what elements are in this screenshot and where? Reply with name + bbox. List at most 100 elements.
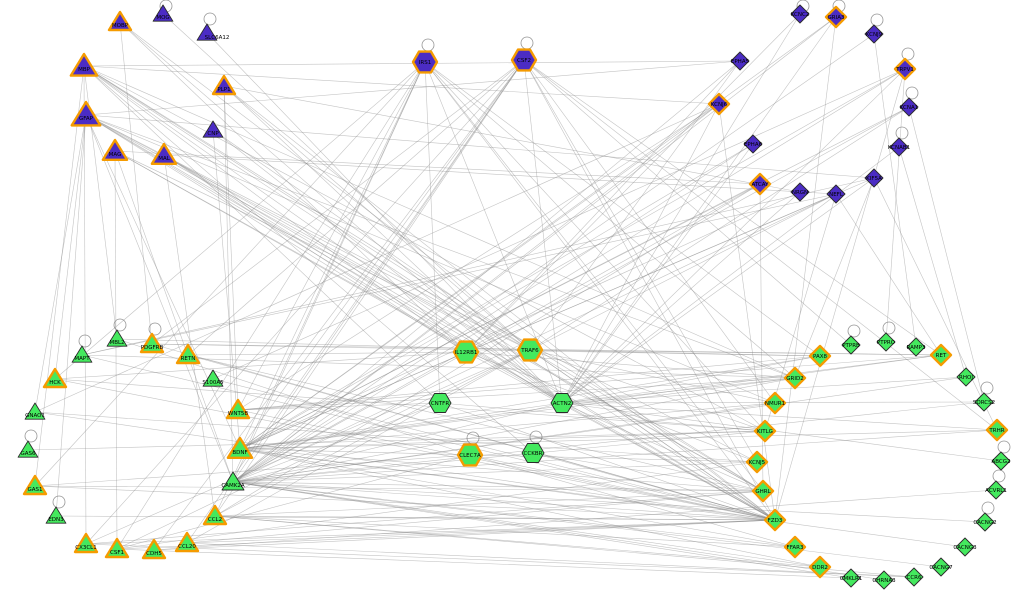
node-CCL20[interactable] bbox=[174, 531, 200, 553]
node-KCNA1[interactable] bbox=[899, 97, 919, 117]
edge bbox=[34, 411, 758, 463]
node-CMKLR1[interactable] bbox=[841, 568, 861, 588]
node-KCNJ6[interactable] bbox=[707, 92, 731, 116]
node-DDR2[interactable] bbox=[808, 555, 832, 579]
node-MAL[interactable] bbox=[150, 142, 178, 166]
edge bbox=[239, 448, 966, 548]
edges-layer bbox=[27, 13, 1002, 581]
node-TRAF6[interactable] bbox=[516, 338, 544, 362]
node-BDNF[interactable] bbox=[226, 436, 254, 459]
node-CACNG2[interactable] bbox=[975, 512, 995, 532]
node-CX3CL1[interactable] bbox=[73, 532, 99, 554]
node-KCNC2[interactable] bbox=[790, 4, 810, 24]
node-WNT5B[interactable] bbox=[225, 398, 251, 420]
node-MAG[interactable] bbox=[101, 138, 129, 162]
node-GRIA3[interactable] bbox=[824, 5, 848, 29]
edge bbox=[469, 454, 796, 548]
node-GNAO1[interactable] bbox=[24, 402, 46, 420]
node-GRID2[interactable] bbox=[783, 366, 807, 390]
node-CCR6[interactable] bbox=[904, 567, 924, 587]
edge bbox=[561, 355, 821, 404]
node-EPHA6[interactable] bbox=[743, 134, 763, 154]
node-CACNG3[interactable] bbox=[955, 537, 975, 557]
edge bbox=[898, 146, 967, 378]
edge bbox=[83, 65, 467, 353]
node-PAX8[interactable] bbox=[808, 344, 832, 368]
node-EPHA5[interactable] bbox=[730, 51, 750, 71]
node-CDH5[interactable] bbox=[141, 538, 167, 560]
node-KCNJ5[interactable] bbox=[745, 450, 769, 474]
edge bbox=[214, 59, 525, 517]
node-GAS6[interactable] bbox=[17, 440, 39, 458]
node-PDGFRB[interactable] bbox=[139, 332, 165, 354]
edge bbox=[85, 114, 796, 379]
node-GAS1[interactable] bbox=[22, 474, 48, 496]
node-CCL2[interactable] bbox=[202, 504, 228, 526]
node-CNTFR[interactable] bbox=[428, 393, 452, 413]
self-loop-edge bbox=[529, 430, 543, 444]
node-TRHR[interactable] bbox=[985, 418, 1009, 442]
node-KIF5A[interactable] bbox=[864, 168, 884, 188]
edge bbox=[239, 191, 801, 450]
edge bbox=[163, 154, 467, 353]
node-RETN[interactable] bbox=[175, 343, 201, 365]
edge bbox=[239, 16, 837, 450]
node-ABCG2[interactable] bbox=[991, 451, 1011, 471]
node-HCK[interactable] bbox=[42, 367, 68, 389]
node-MAPT[interactable] bbox=[71, 345, 93, 363]
edge bbox=[83, 65, 87, 545]
node-FZD3[interactable] bbox=[763, 508, 787, 532]
edge bbox=[114, 150, 234, 483]
node-CSF1[interactable] bbox=[104, 537, 130, 559]
node-MOG[interactable] bbox=[152, 4, 174, 22]
edge bbox=[114, 150, 118, 550]
node-PTPRO[interactable] bbox=[876, 332, 896, 352]
edge bbox=[532, 452, 776, 521]
self-loop-edge bbox=[980, 381, 994, 395]
node-KCNAB1[interactable] bbox=[889, 137, 909, 157]
node-GHRL[interactable] bbox=[751, 479, 775, 503]
node-CAMK2A[interactable] bbox=[221, 471, 245, 491]
node-CLEC7A[interactable] bbox=[456, 443, 484, 467]
node-MBP[interactable] bbox=[69, 52, 99, 77]
node-ACTN2[interactable] bbox=[550, 393, 574, 413]
node-PLP1[interactable] bbox=[211, 74, 237, 96]
node-NRGN[interactable] bbox=[790, 182, 810, 202]
node-CACNG7[interactable] bbox=[931, 557, 951, 577]
node-RET[interactable] bbox=[929, 343, 953, 367]
node-SORCS2[interactable] bbox=[974, 392, 994, 412]
edge bbox=[162, 13, 531, 351]
node-PTPRB[interactable] bbox=[841, 335, 861, 355]
node-SLC6A12[interactable] bbox=[196, 23, 218, 41]
edge bbox=[83, 65, 531, 351]
edge bbox=[81, 193, 837, 356]
node-MOBP[interactable] bbox=[107, 10, 133, 32]
edge bbox=[163, 154, 837, 195]
edge bbox=[114, 150, 776, 521]
edge bbox=[232, 481, 776, 521]
node-IL12RB1[interactable] bbox=[452, 340, 480, 364]
node-CCKBR[interactable] bbox=[521, 443, 545, 463]
node-RHOJ[interactable] bbox=[956, 367, 976, 387]
node-CSF2[interactable] bbox=[510, 48, 538, 72]
node-CNP[interactable] bbox=[202, 120, 224, 138]
node-KITLG[interactable] bbox=[753, 419, 777, 443]
node-NMUR1[interactable] bbox=[763, 391, 787, 415]
node-NEFL[interactable] bbox=[826, 184, 846, 204]
node-ACVRL1[interactable] bbox=[986, 480, 1006, 500]
edge bbox=[239, 355, 821, 450]
edge bbox=[232, 481, 821, 568]
node-S100A5[interactable] bbox=[202, 369, 224, 387]
node-KCNJ9[interactable] bbox=[864, 24, 884, 44]
node-FFAR3[interactable] bbox=[783, 535, 807, 559]
node-TRPV1[interactable] bbox=[893, 57, 917, 81]
node-EDN3[interactable] bbox=[45, 506, 67, 524]
node-MBL2[interactable] bbox=[106, 329, 128, 347]
node-CHRNA3[interactable] bbox=[874, 570, 894, 590]
node-RAMP3[interactable] bbox=[906, 337, 926, 357]
node-GFAP[interactable] bbox=[70, 100, 102, 127]
node-IRS1[interactable] bbox=[411, 50, 439, 74]
edge bbox=[34, 454, 471, 487]
node-ATCAY[interactable] bbox=[748, 172, 772, 196]
